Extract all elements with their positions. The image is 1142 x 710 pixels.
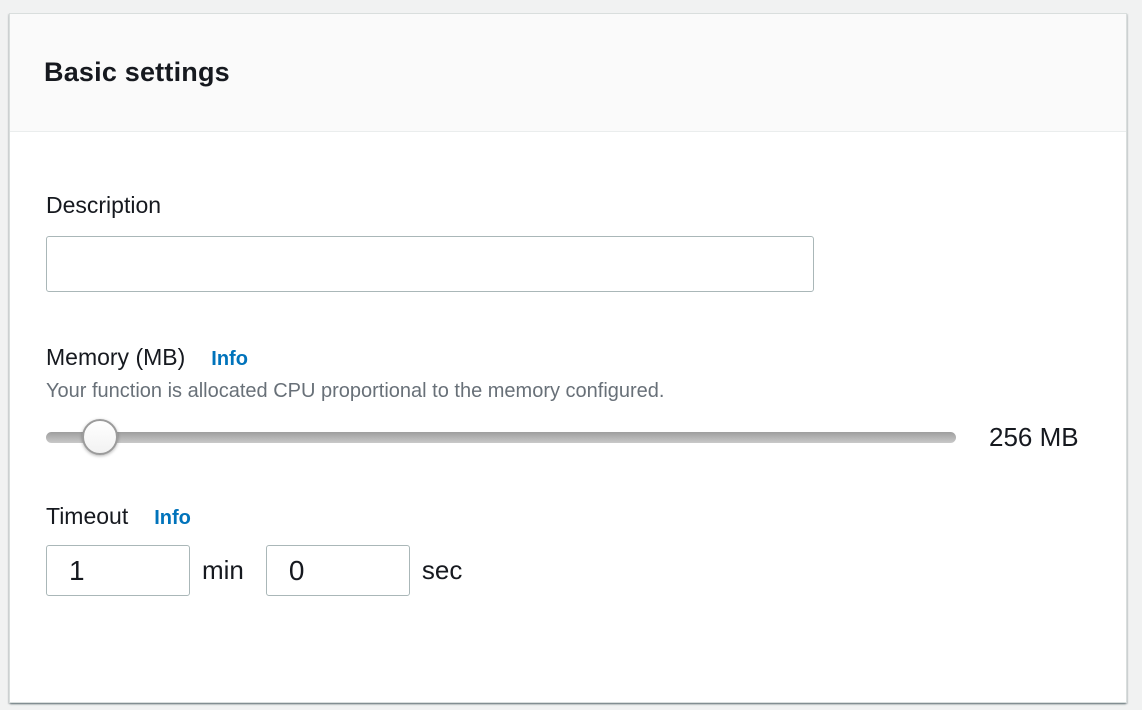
timeout-minutes-input[interactable]: [46, 545, 190, 596]
description-input[interactable]: [46, 236, 814, 292]
description-label: Description: [46, 192, 162, 218]
memory-slider-row: 256 MB: [46, 417, 1086, 457]
timeout-seconds-input[interactable]: [265, 545, 410, 596]
memory-helper-text: Your function is allocated CPU proportio…: [46, 380, 665, 402]
memory-label: Memory (MB): [46, 344, 186, 370]
basic-settings-panel: Basic settings Description Memory (MB) I…: [9, 13, 1127, 703]
memory-slider-track[interactable]: [46, 419, 956, 455]
timeout-minutes-unit: min: [202, 555, 244, 585]
timeout-seconds-unit: sec: [421, 555, 463, 585]
panel-title: Basic settings: [44, 57, 230, 87]
timeout-field: Timeout Info min sec: [46, 501, 1086, 596]
panel-header: Basic settings: [10, 14, 1126, 132]
timeout-inputs-row: min sec: [46, 545, 1086, 596]
panel-body: Description Memory (MB) Info Your functi…: [10, 132, 1126, 596]
timeout-label: Timeout: [46, 503, 129, 529]
memory-field: Memory (MB) Info Your function is alloca…: [46, 342, 1086, 457]
timeout-info-link[interactable]: Info: [154, 507, 191, 529]
memory-slider-thumb[interactable]: [81, 419, 118, 455]
description-field: Description: [46, 190, 1086, 292]
memory-value-label: 256 MB: [989, 421, 1079, 452]
memory-info-link[interactable]: Info: [211, 348, 248, 370]
